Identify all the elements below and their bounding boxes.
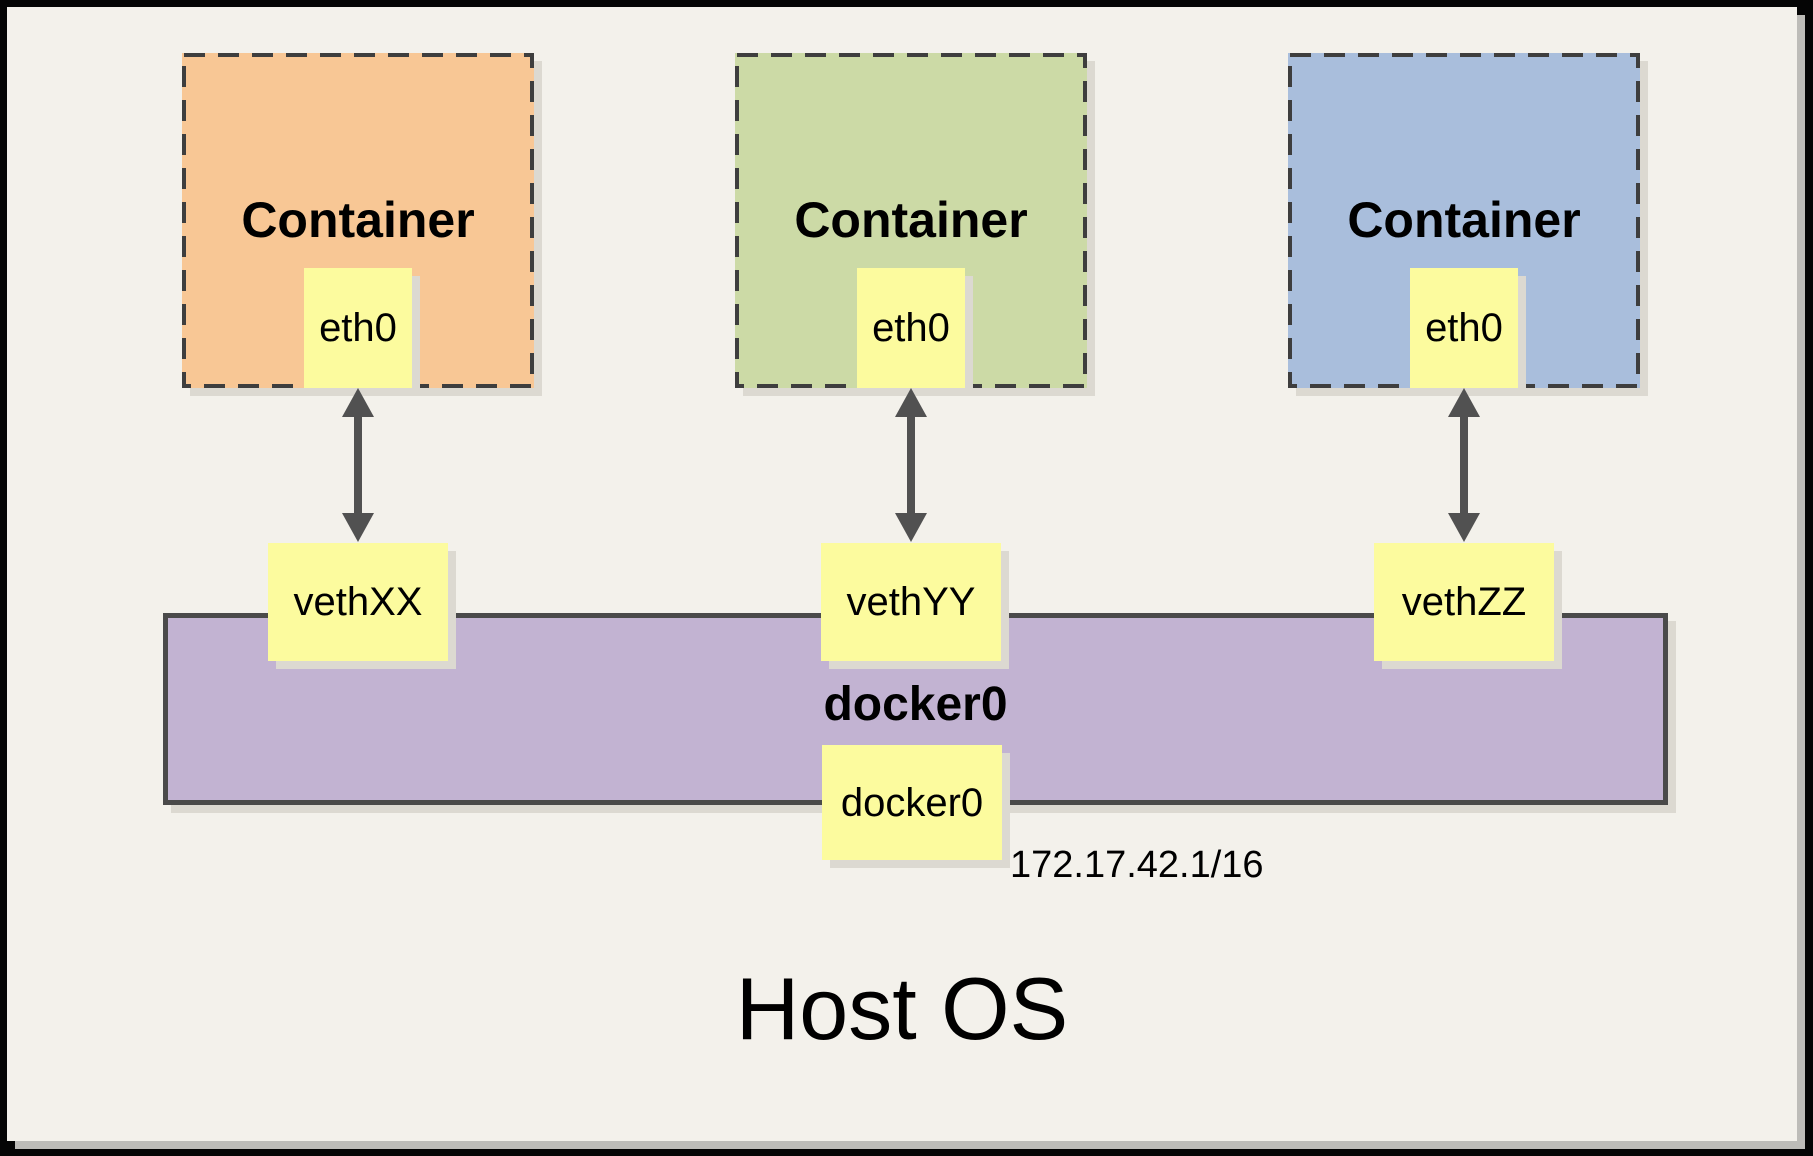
docker0-bridge-title: docker0 (823, 678, 1008, 731)
eth0-interface-label: eth0 (1425, 306, 1503, 350)
docker0-interface-box: docker0 (822, 745, 1002, 860)
eth0-interface-box: eth0 (1410, 268, 1518, 388)
bridge-ip-label: 172.17.42.1/16 (1010, 844, 1264, 886)
bidirectional-arrow-icon (342, 388, 374, 542)
container-box-3: Container eth0 (1288, 53, 1640, 388)
veth-box-3: vethZZ (1374, 543, 1554, 661)
container-box-2: Container eth0 (735, 53, 1087, 388)
container-title: Container (794, 192, 1028, 248)
veth-label: vethXX (293, 580, 423, 624)
eth0-interface-label: eth0 (872, 306, 950, 350)
eth0-interface-label: eth0 (319, 306, 397, 350)
veth-label: vethYY (846, 580, 976, 624)
bidirectional-arrow-icon (895, 388, 927, 542)
docker-networking-diagram: Container eth0 Container eth0 Container … (7, 7, 1797, 1141)
container-box-1: Container eth0 (182, 53, 534, 388)
host-os-label: Host OS (735, 959, 1069, 1058)
container-title: Container (241, 192, 475, 248)
veth-box-1: vethXX (268, 543, 448, 661)
docker0-interface-label: docker0 (840, 780, 984, 825)
veth-box-2: vethYY (821, 543, 1001, 661)
veth-label: vethZZ (1401, 580, 1527, 624)
eth0-interface-box: eth0 (304, 268, 412, 388)
eth0-interface-box: eth0 (857, 268, 965, 388)
container-title: Container (1347, 192, 1581, 248)
bidirectional-arrow-icon (1448, 388, 1480, 542)
